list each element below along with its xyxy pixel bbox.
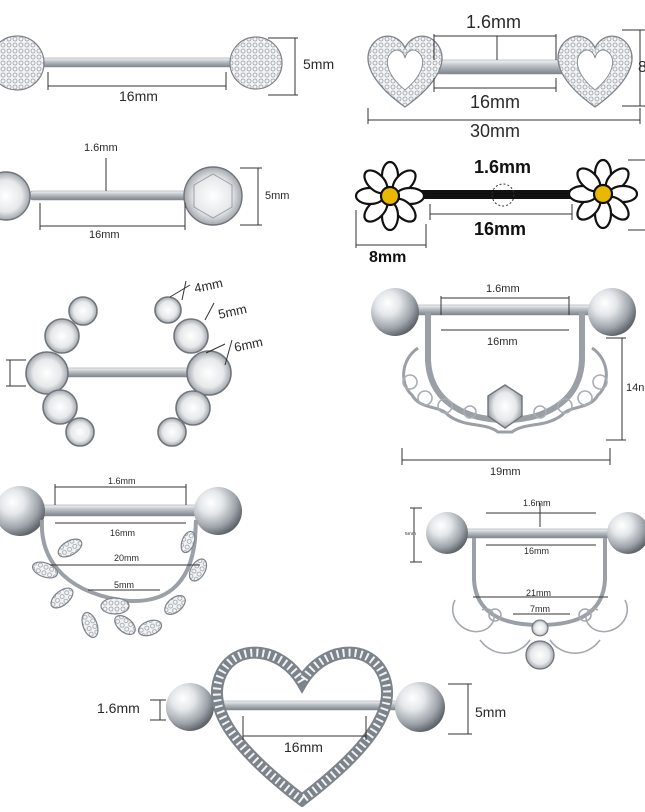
item1-length-label: 16mm bbox=[119, 88, 158, 104]
item7-length-label: 16mm bbox=[110, 528, 136, 538]
item-daisy-barbell bbox=[354, 158, 645, 248]
item6-gauge-label: 1.6mm bbox=[486, 283, 520, 295]
item4-gauge-label: 1.6mm bbox=[474, 157, 532, 177]
item3-length-label: 16mm bbox=[89, 229, 120, 241]
item4-flower-label: 8mm bbox=[369, 249, 407, 266]
daisy-right bbox=[567, 158, 639, 230]
item3-gem-label: 5mm bbox=[265, 190, 290, 202]
item9-gauge-label: 1.6mm bbox=[97, 700, 140, 716]
item4-length-label: 16mm bbox=[474, 219, 527, 239]
item8-inner-label: 7mm bbox=[530, 604, 550, 614]
item6-height-label: 14n bbox=[626, 382, 645, 394]
item-cluster-gem-barbell bbox=[6, 280, 233, 447]
item-leaf-vine-shield bbox=[0, 484, 242, 639]
item2-length-label: 16mm bbox=[470, 92, 521, 112]
item7-gauge-label: 1.6mm bbox=[108, 476, 136, 486]
item6-width-label: 19mm bbox=[490, 466, 521, 478]
item3-gauge-label: 1.6mm bbox=[84, 142, 118, 154]
item7-width-label: 20mm bbox=[114, 553, 140, 563]
daisy-left bbox=[354, 160, 426, 232]
item1-ball-label: 5mm bbox=[303, 56, 335, 72]
item2-edge-label: 8 bbox=[638, 59, 645, 76]
item7-inner-label: 5mm bbox=[114, 580, 134, 590]
item-ball-barbell bbox=[0, 35, 298, 96]
item-heart-cz-shield bbox=[150, 646, 472, 808]
item9-ball-label: 5mm bbox=[475, 704, 507, 720]
item8-length-label: 16mm bbox=[524, 546, 550, 556]
item-heart-cz-barbell bbox=[367, 29, 645, 124]
item2-total-label: 30mm bbox=[470, 121, 521, 141]
item8-width-label: 21mm bbox=[526, 588, 552, 598]
item9-length-label: 16mm bbox=[284, 739, 323, 755]
item2-gauge-label: 1.6mm bbox=[466, 12, 522, 32]
item-filigree-shield-large bbox=[371, 288, 636, 465]
item-filigree-shield-small bbox=[410, 503, 645, 670]
item6-length-label: 16mm bbox=[487, 336, 518, 348]
item8-gauge-label: 1.6mm bbox=[523, 498, 551, 508]
item-prong-cz-barbell bbox=[0, 158, 262, 230]
item8-ball-label: 5mm bbox=[405, 530, 416, 536]
